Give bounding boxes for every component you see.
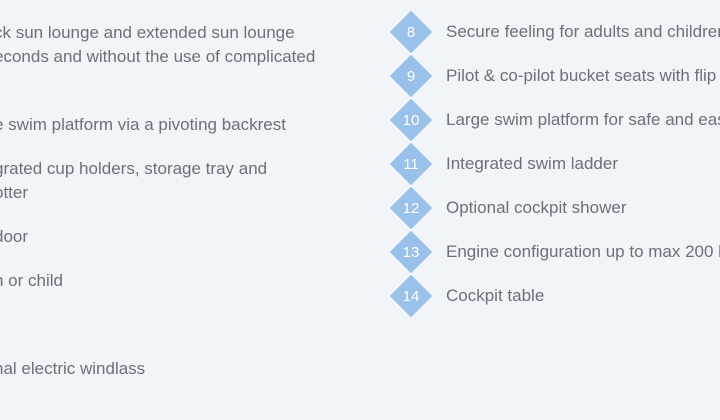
- feature-number: 10: [402, 111, 420, 129]
- feature-number: 9: [406, 67, 416, 85]
- diamond-number-badge-icon: 9: [390, 55, 432, 97]
- feature-item-13: 13 Engine configuration up to max 200 h: [390, 230, 720, 274]
- feature-item-9: 9 Pilot & co-pilot bucket seats with fli…: [390, 54, 716, 98]
- feature-number: 11: [403, 155, 419, 173]
- feature-number: 8: [406, 23, 416, 41]
- feature-number: 14: [402, 287, 420, 305]
- left-feature-1-line-2: econds and without the use of complicate…: [0, 47, 316, 66]
- feature-number: 12: [402, 199, 420, 217]
- left-feature-1: ck sun lounge and extended sun lounge ec…: [0, 21, 324, 69]
- left-feature-2: e swim platform via a pivoting backrest: [0, 113, 324, 137]
- feature-item-10: 10 Large swim platform for safe and eas: [390, 98, 720, 142]
- feature-text: Cockpit table: [446, 286, 545, 305]
- feature-text: Large swim platform for safe and eas: [446, 110, 720, 129]
- feature-text: Optional cockpit shower: [446, 198, 627, 217]
- left-feature-4-line-1: door: [0, 227, 29, 246]
- left-feature-3-line-1: grated cup holders, storage tray and: [0, 159, 268, 178]
- left-feature-4: door: [0, 225, 324, 249]
- feature-text: Pilot & co-pilot bucket seats with flip: [446, 66, 717, 85]
- feature-item-8: 8 Secure feeling for adults and children: [390, 10, 720, 54]
- diamond-number-badge-icon: 10: [390, 99, 432, 141]
- feature-text: Secure feeling for adults and children: [446, 22, 720, 41]
- feature-number: 13: [402, 243, 420, 261]
- feature-item-12: 12 Optional cockpit shower: [390, 186, 627, 230]
- diamond-number-badge-icon: 14: [390, 275, 432, 317]
- left-feature-1-line-1: ck sun lounge and extended sun lounge: [0, 23, 295, 42]
- left-feature-2-line-1: e swim platform via a pivoting backrest: [0, 115, 286, 134]
- left-feature-5-line-1: n or child: [0, 271, 63, 290]
- left-feature-3: grated cup holders, storage tray and ott…: [0, 157, 324, 205]
- diamond-number-badge-icon: 13: [390, 231, 432, 273]
- diamond-number-badge-icon: 11: [390, 143, 432, 185]
- feature-item-14: 14 Cockpit table: [390, 274, 545, 318]
- left-feature-5: n or child: [0, 269, 324, 293]
- diamond-number-badge-icon: 8: [390, 11, 432, 53]
- left-feature-6: nal electric windlass: [0, 357, 324, 381]
- left-feature-6-line-1: nal electric windlass: [0, 359, 146, 378]
- feature-text: Engine configuration up to max 200 h: [446, 242, 720, 261]
- left-feature-3-line-2: otter: [0, 183, 29, 202]
- diamond-number-badge-icon: 12: [390, 187, 432, 229]
- feature-item-11: 11 Integrated swim ladder: [390, 142, 618, 186]
- feature-text: Integrated swim ladder: [446, 154, 618, 173]
